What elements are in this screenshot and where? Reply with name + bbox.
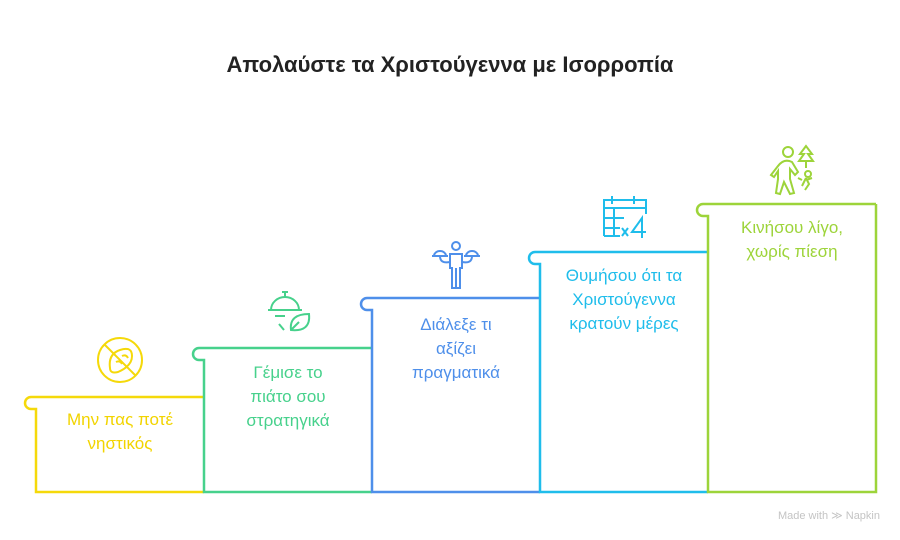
step-2-line-1: Γέμισε το <box>253 363 323 382</box>
step-3-line-1: Διάλεξε τι <box>420 315 492 334</box>
step-1-line-2: νηστικός <box>87 434 153 453</box>
footer-text: Made with <box>777 510 829 522</box>
step-4-label: Θυμήσου ότι τα Χριστούγεννα κρατούν μέρε… <box>548 264 700 336</box>
napkin-watermark: Made with ≫ Napkin <box>778 509 880 522</box>
step-5-line-1: Κινήσου λίγο, <box>741 218 843 237</box>
step-1-line-1: Μην πας ποτέ <box>66 410 174 429</box>
step-5-shape <box>695 202 878 494</box>
step-1-shape <box>23 395 204 494</box>
step-4-line-3: κρατούν μέρες <box>569 314 679 333</box>
step-3-shape <box>359 296 540 494</box>
step-2-label: Γέμισε το πιάτο σου στρατηγικά <box>212 361 364 433</box>
step-3-label: Διάλεξε τι αξίζει πραγματικά <box>380 313 532 385</box>
footer-brand: Napkin <box>845 510 880 522</box>
step-3-line-2: αξίζει <box>435 339 477 358</box>
waiter-trays-icon <box>432 241 480 289</box>
step-4-line-1: Θυμήσου ότι τα <box>565 266 683 285</box>
step-5-line-2: χωρίς πίεση <box>746 242 838 261</box>
calendar-x4-icon <box>603 196 647 238</box>
step-2-line-2: πιάτο σου <box>250 387 326 406</box>
step-4-line-2: Χριστούγεννα <box>572 290 676 309</box>
cloche-leaf-icon <box>268 291 311 332</box>
step-4-shape <box>527 250 708 494</box>
step-2-shape <box>191 346 372 494</box>
diagram-title: Απολαύστε τα Χριστούγεννα με Ισορροπία <box>226 52 674 77</box>
napkin-logo-icon: ≫ <box>831 510 843 522</box>
step-3-line-3: πραγματικά <box>412 363 500 382</box>
step-2-line-3: στρατηγικά <box>246 411 330 430</box>
no-bread-icon <box>97 337 143 383</box>
step-5-label: Κινήσου λίγο, χωρίς πίεση <box>716 216 868 264</box>
step-1-label: Μην πας ποτέ νηστικός <box>44 408 196 456</box>
family-walk-icon <box>769 144 815 196</box>
